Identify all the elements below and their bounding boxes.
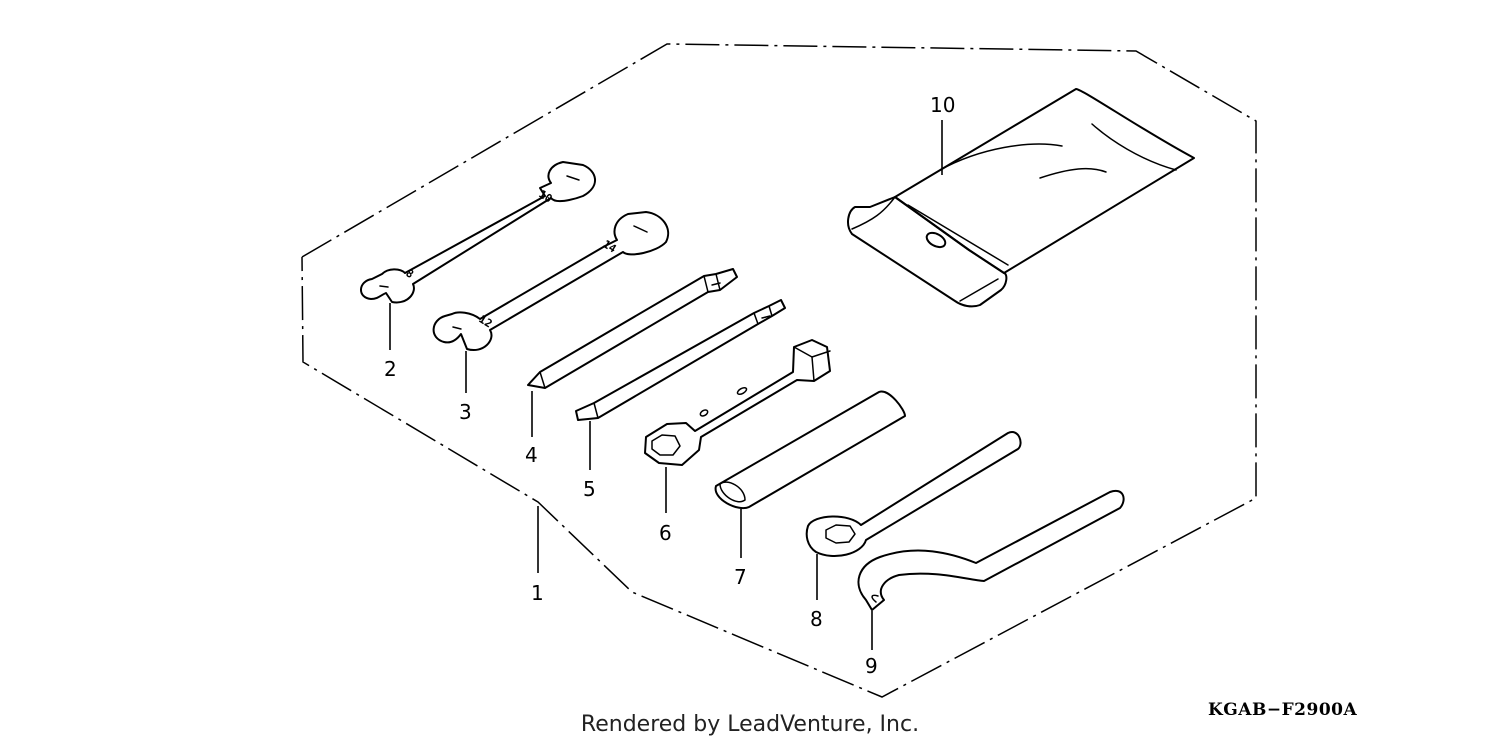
assembly-boundary — [301, 43, 1257, 698]
wrench-size-mark-14: 14 — [600, 238, 618, 256]
callout-5: 5 — [583, 477, 596, 501]
callout-4: 4 — [525, 443, 538, 467]
part-10-tool-bag[interactable] — [847, 88, 1195, 308]
part-6-box-wrench[interactable] — [644, 339, 831, 466]
callout-6: 6 — [659, 521, 672, 545]
part-5-screwdriver-flat[interactable] — [575, 299, 786, 421]
callout-9: 9 — [865, 654, 878, 678]
callout-10: 10 — [930, 93, 955, 117]
drawing-code: KGAB−F2900A — [1208, 700, 1358, 720]
wrench-size-mark-10: 10 — [536, 188, 554, 206]
render-credit: Rendered by LeadVenture, Inc. — [580, 712, 920, 737]
part-2-wrench-8x10[interactable]: 10 8 — [360, 161, 596, 304]
part-9-hook-spanner[interactable] — [857, 489, 1125, 611]
part-4-screwdriver-phillips[interactable] — [527, 268, 738, 389]
callout-8: 8 — [810, 607, 823, 631]
part-7-extension-bar[interactable] — [714, 390, 906, 510]
part-8-ring-spanner[interactable] — [805, 431, 1022, 557]
callout-7: 7 — [734, 565, 747, 589]
callout-1: 1 — [531, 581, 544, 605]
callout-2: 2 — [384, 357, 397, 381]
wrench-size-mark-12: 12 — [476, 313, 494, 331]
callout-3: 3 — [459, 400, 472, 424]
wrench-size-mark-8: 8 — [403, 267, 416, 282]
part-3-wrench-12x14[interactable]: 14 12 — [432, 211, 670, 352]
